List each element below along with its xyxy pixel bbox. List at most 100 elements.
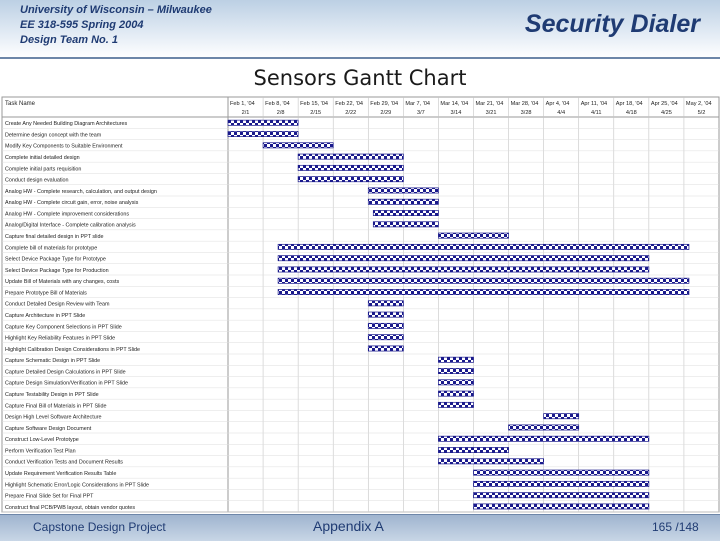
task-bar: [438, 458, 544, 465]
task-name: Capture Key Component Selections in PPT …: [5, 324, 122, 330]
task-name: Select Device Package Type for Prototype: [5, 257, 106, 263]
week-label: Feb 8, '04: [265, 101, 290, 107]
chart-title: Sensors Gantt Chart: [253, 66, 467, 90]
task-bar: [508, 424, 580, 431]
task-name: Modify Key Components to Suitable Enviro…: [5, 144, 123, 150]
header-band: [0, 0, 720, 58]
task-bar: [297, 153, 404, 160]
task-bar: [473, 480, 650, 487]
task-name: Construct Low-Level Prototype: [5, 437, 79, 443]
task-name-header: Task Name: [5, 101, 36, 107]
task-bar: [367, 198, 439, 205]
task-bar: [367, 322, 404, 329]
week-day-label: 5/2: [698, 110, 706, 116]
task-bar: [277, 266, 650, 273]
task-bar: [297, 164, 404, 171]
task-bar: [277, 289, 690, 295]
task-bar: [372, 210, 439, 216]
institution-name: University of Wisconsin – Milwaukee: [20, 4, 212, 16]
task-bar: [227, 131, 299, 137]
task-name: Highlight Schematic Error/Logic Consider…: [5, 482, 149, 488]
week-label: Mar 21, '04: [476, 101, 504, 107]
task-name: Conduct Detailed Design Review with Team: [5, 302, 110, 308]
week-label: Apr 4, '04: [546, 101, 570, 107]
task-name: Analog HW - Complete improvement conside…: [5, 211, 129, 217]
task-bar: [277, 243, 690, 250]
task-name: Create Any Needed Building Diagram Archi…: [5, 121, 128, 127]
task-name: Capture final detailed design in PPT sli…: [5, 234, 104, 240]
task-name: Prepare Final Slide Set for Final PPT: [5, 494, 94, 500]
week-label: Apr 25, '04: [651, 101, 678, 107]
task-name: Complete initial parts requisition: [5, 166, 81, 172]
task-bar: [438, 379, 474, 386]
task-bar: [367, 345, 404, 352]
week-day-label: 3/7: [417, 110, 425, 116]
week-day-label: 4/25: [661, 110, 672, 116]
week-day-label: 2/22: [345, 110, 356, 116]
week-day-label: 3/28: [521, 110, 532, 116]
task-bar: [372, 221, 439, 228]
deck-title: Security Dialer: [524, 10, 700, 38]
task-bar: [277, 277, 690, 284]
task-name: Perform Verification Test Plan: [5, 448, 76, 454]
week-label: Apr 11, '04: [581, 101, 607, 107]
task-name: Analog HW - Complete research, calculati…: [5, 189, 157, 195]
task-bar: [473, 492, 650, 499]
task-name: Capture Architecture in PPT Slide: [5, 313, 85, 319]
task-bar: [297, 176, 404, 183]
week-day-label: 3/21: [486, 110, 497, 116]
week-label: Apr 18, '04: [616, 101, 643, 107]
task-bar: [438, 401, 474, 408]
week-day-label: 2/1: [242, 110, 250, 116]
task-bar: [367, 300, 404, 307]
task-name: Analog/Digital Interface - Complete cali…: [5, 223, 136, 229]
task-bar: [438, 356, 474, 363]
week-day-label: 3/14: [451, 110, 462, 116]
task-bar: [543, 413, 580, 420]
task-name: Analog HW - Complete circuit gain, error…: [5, 200, 139, 206]
task-name: Complete bill of materials for prototype: [5, 245, 97, 251]
course-name: EE 318-595 Spring 2004: [20, 19, 144, 31]
week-day-label: 4/4: [557, 110, 565, 116]
footer-project-label: Capstone Design Project: [33, 520, 166, 534]
task-bar: [473, 469, 650, 476]
task-bar: [227, 119, 299, 126]
week-label: Feb 15, '04: [300, 101, 328, 107]
task-name: Capture Schematic Design in PPT Slide: [5, 358, 100, 364]
week-day-label: 2/15: [310, 110, 321, 116]
task-name: Complete initial detailed design: [5, 155, 80, 161]
task-name: Capture Final Bill of Materials in PPT S…: [5, 403, 106, 409]
week-label: Feb 1, '04: [230, 101, 255, 107]
task-bar: [367, 334, 404, 341]
week-label: May 2, '04: [686, 101, 712, 107]
task-name: Update Bill of Materials with any change…: [5, 279, 119, 285]
week-label: Feb 29, '04: [370, 101, 398, 107]
task-name: Select Device Package Type for Productio…: [5, 268, 109, 274]
week-day-label: 4/11: [591, 110, 601, 116]
task-bar: [438, 435, 650, 442]
footer-appendix-label: Appendix A: [313, 518, 384, 534]
task-bar: [438, 368, 474, 374]
task-name: Update Requirement Verification Results …: [5, 471, 116, 477]
week-day-label: 2/8: [277, 110, 285, 116]
task-bar: [473, 503, 650, 510]
task-bar: [438, 232, 509, 239]
week-day-label: 4/18: [626, 110, 637, 116]
page-number: 165 /148: [652, 520, 699, 534]
task-name: Highlight Key Reliability Features in PP…: [5, 336, 115, 342]
week-label: Feb 22, '04: [335, 101, 363, 107]
team-name: Design Team No. 1: [20, 34, 119, 46]
header-rule: [0, 57, 720, 59]
task-name: Capture Design Simulation/Verification i…: [5, 381, 128, 387]
task-name: Design High Level Software Architecture: [5, 415, 101, 421]
task-bar: [367, 187, 439, 194]
task-name: Determine design concept with the team: [5, 132, 102, 138]
task-name: Prepare Prototype Bill of Materials: [5, 290, 87, 296]
task-bar: [438, 447, 509, 453]
week-day-label: 2/29: [380, 110, 391, 116]
task-name: Conduct Verification Tests and Document …: [5, 460, 123, 466]
task-bar: [262, 142, 334, 149]
week-label: Mar 28, '04: [511, 101, 539, 107]
task-name: Conduct design evaluation: [5, 178, 69, 184]
